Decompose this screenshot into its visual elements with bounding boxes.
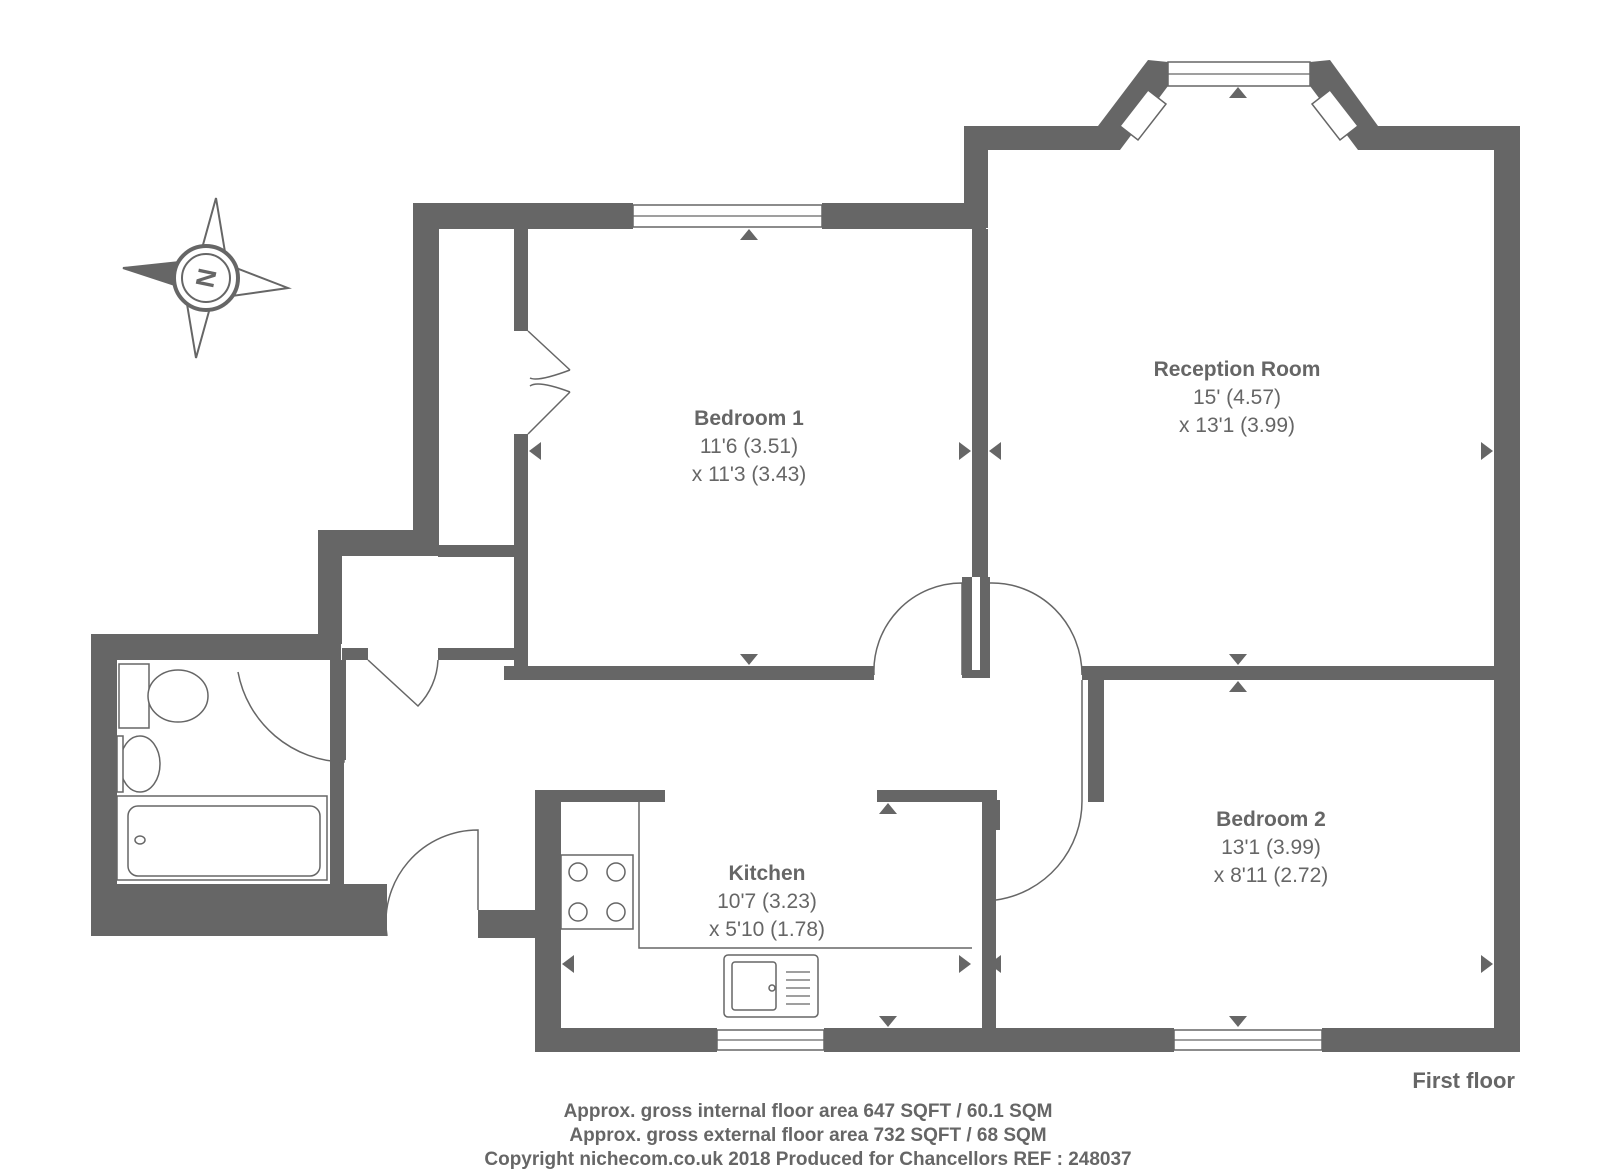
fixtures bbox=[116, 663, 972, 1018]
room-name: Bedroom 2 bbox=[1216, 808, 1326, 831]
window bbox=[1310, 88, 1360, 142]
room-dimension: x 11'3 (3.43) bbox=[692, 463, 807, 486]
door bbox=[995, 680, 1083, 901]
room-name: Bedroom 1 bbox=[694, 407, 804, 430]
internal-area-text: Approx. gross internal floor area 647 SQ… bbox=[564, 1101, 1053, 1122]
room-dimension: 11'6 (3.51) bbox=[700, 435, 798, 458]
external-area-text: Approx. gross external floor area 732 SQ… bbox=[569, 1125, 1046, 1146]
windows bbox=[632, 61, 1360, 1051]
room-label-reception: Reception Room 15' (4.57) x 13'1 (3.99) bbox=[1154, 358, 1321, 437]
window bbox=[1118, 88, 1168, 142]
room-label-bedroom-1: Bedroom 1 11'6 (3.51) x 11'3 (3.43) bbox=[692, 407, 807, 486]
room-label-bedroom-2: Bedroom 2 13'1 (3.99) x 8'11 (2.72) bbox=[1214, 808, 1329, 887]
kitchen-worktop bbox=[638, 802, 972, 949]
room-name: Reception Room bbox=[1154, 358, 1321, 381]
copyright-text: Copyright nichecom.co.uk 2018 Produced f… bbox=[484, 1149, 1131, 1170]
entrance-door bbox=[385, 829, 479, 937]
wardrobe-door bbox=[527, 330, 571, 435]
measurement-markers bbox=[529, 87, 1493, 1027]
basin bbox=[119, 735, 161, 793]
room-label-kitchen: Kitchen 10'7 (3.23) x 5'10 (1.78) bbox=[709, 862, 825, 941]
door bbox=[989, 582, 1083, 676]
door bbox=[237, 671, 345, 763]
compass-north-icon: N bbox=[122, 197, 292, 359]
walls bbox=[91, 60, 1520, 1052]
room-dimension: x 5'10 (1.78) bbox=[709, 918, 825, 941]
room-dimension: 10'7 (3.23) bbox=[717, 890, 817, 913]
room-dimension: 15' (4.57) bbox=[1193, 386, 1281, 409]
toilet bbox=[118, 663, 150, 729]
room-name: Kitchen bbox=[728, 862, 805, 885]
doors bbox=[237, 330, 1083, 937]
door bbox=[873, 582, 963, 676]
floor-label: First floor bbox=[1412, 1068, 1515, 1093]
door bbox=[367, 659, 439, 708]
room-dimension: 13'1 (3.99) bbox=[1221, 836, 1321, 859]
room-dimension: x 13'1 (3.99) bbox=[1179, 414, 1295, 437]
room-dimension: x 8'11 (2.72) bbox=[1214, 864, 1329, 887]
